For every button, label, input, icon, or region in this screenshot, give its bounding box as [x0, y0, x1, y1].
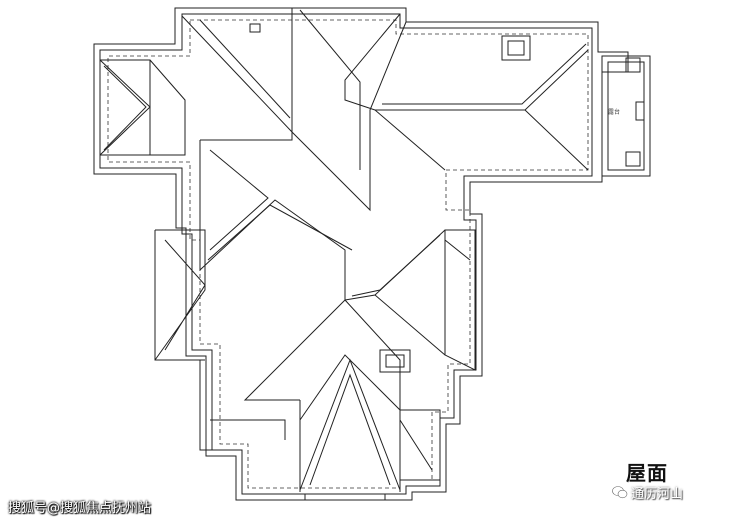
- valley-nw-inner: [199, 19, 291, 119]
- hip-left-wing: [99, 59, 186, 156]
- watermark-right-text: 通历河山: [631, 486, 684, 502]
- ridge-center: [351, 234, 441, 297]
- terrace-label: 露台: [608, 109, 621, 116]
- watermark-right: 通历河山: [612, 483, 684, 502]
- wall-outline: [99, 13, 593, 495]
- ridge-lower-center: [309, 373, 391, 486]
- vent-top: [249, 23, 261, 33]
- chimney-center-inner: [385, 354, 405, 368]
- main-ridge-line: [299, 9, 361, 170]
- terrace-column-bottom: [625, 151, 641, 167]
- valley-lower-center: [299, 354, 401, 421]
- valley-center-left: [209, 149, 269, 251]
- hip-center: [243, 229, 475, 410]
- hip-lower-left: [154, 229, 206, 361]
- roof-outline: [93, 7, 629, 501]
- wechat-icon: [612, 486, 628, 499]
- ridge-left-wing: [103, 65, 147, 151]
- chimney-center: [379, 349, 411, 373]
- chimney-top: [501, 35, 531, 61]
- valley-center-left-2: [207, 204, 353, 261]
- hip-center-left: [199, 140, 346, 300]
- terrace: [601, 55, 651, 177]
- hip-right-wing: [374, 49, 589, 171]
- terrace-column-mid: [635, 101, 645, 121]
- ridge-right-wing: [382, 43, 587, 105]
- hip-lower-left-2: [199, 360, 286, 451]
- watermark-left: 搜狐号@搜狐焦点抚州站: [8, 501, 152, 516]
- entry-canopy: [304, 493, 386, 501]
- valley-nw: [181, 15, 293, 141]
- hip-lower-right: [399, 409, 441, 481]
- terrace-column-top: [625, 57, 641, 73]
- main-ridge-block: [291, 8, 407, 212]
- drawing-title: 屋面: [626, 461, 668, 485]
- main-ridge-line-2: [344, 13, 401, 111]
- chimney-top-inner: [507, 40, 525, 56]
- hip-right-center: [444, 229, 476, 371]
- wall-line-dashed: [107, 19, 589, 489]
